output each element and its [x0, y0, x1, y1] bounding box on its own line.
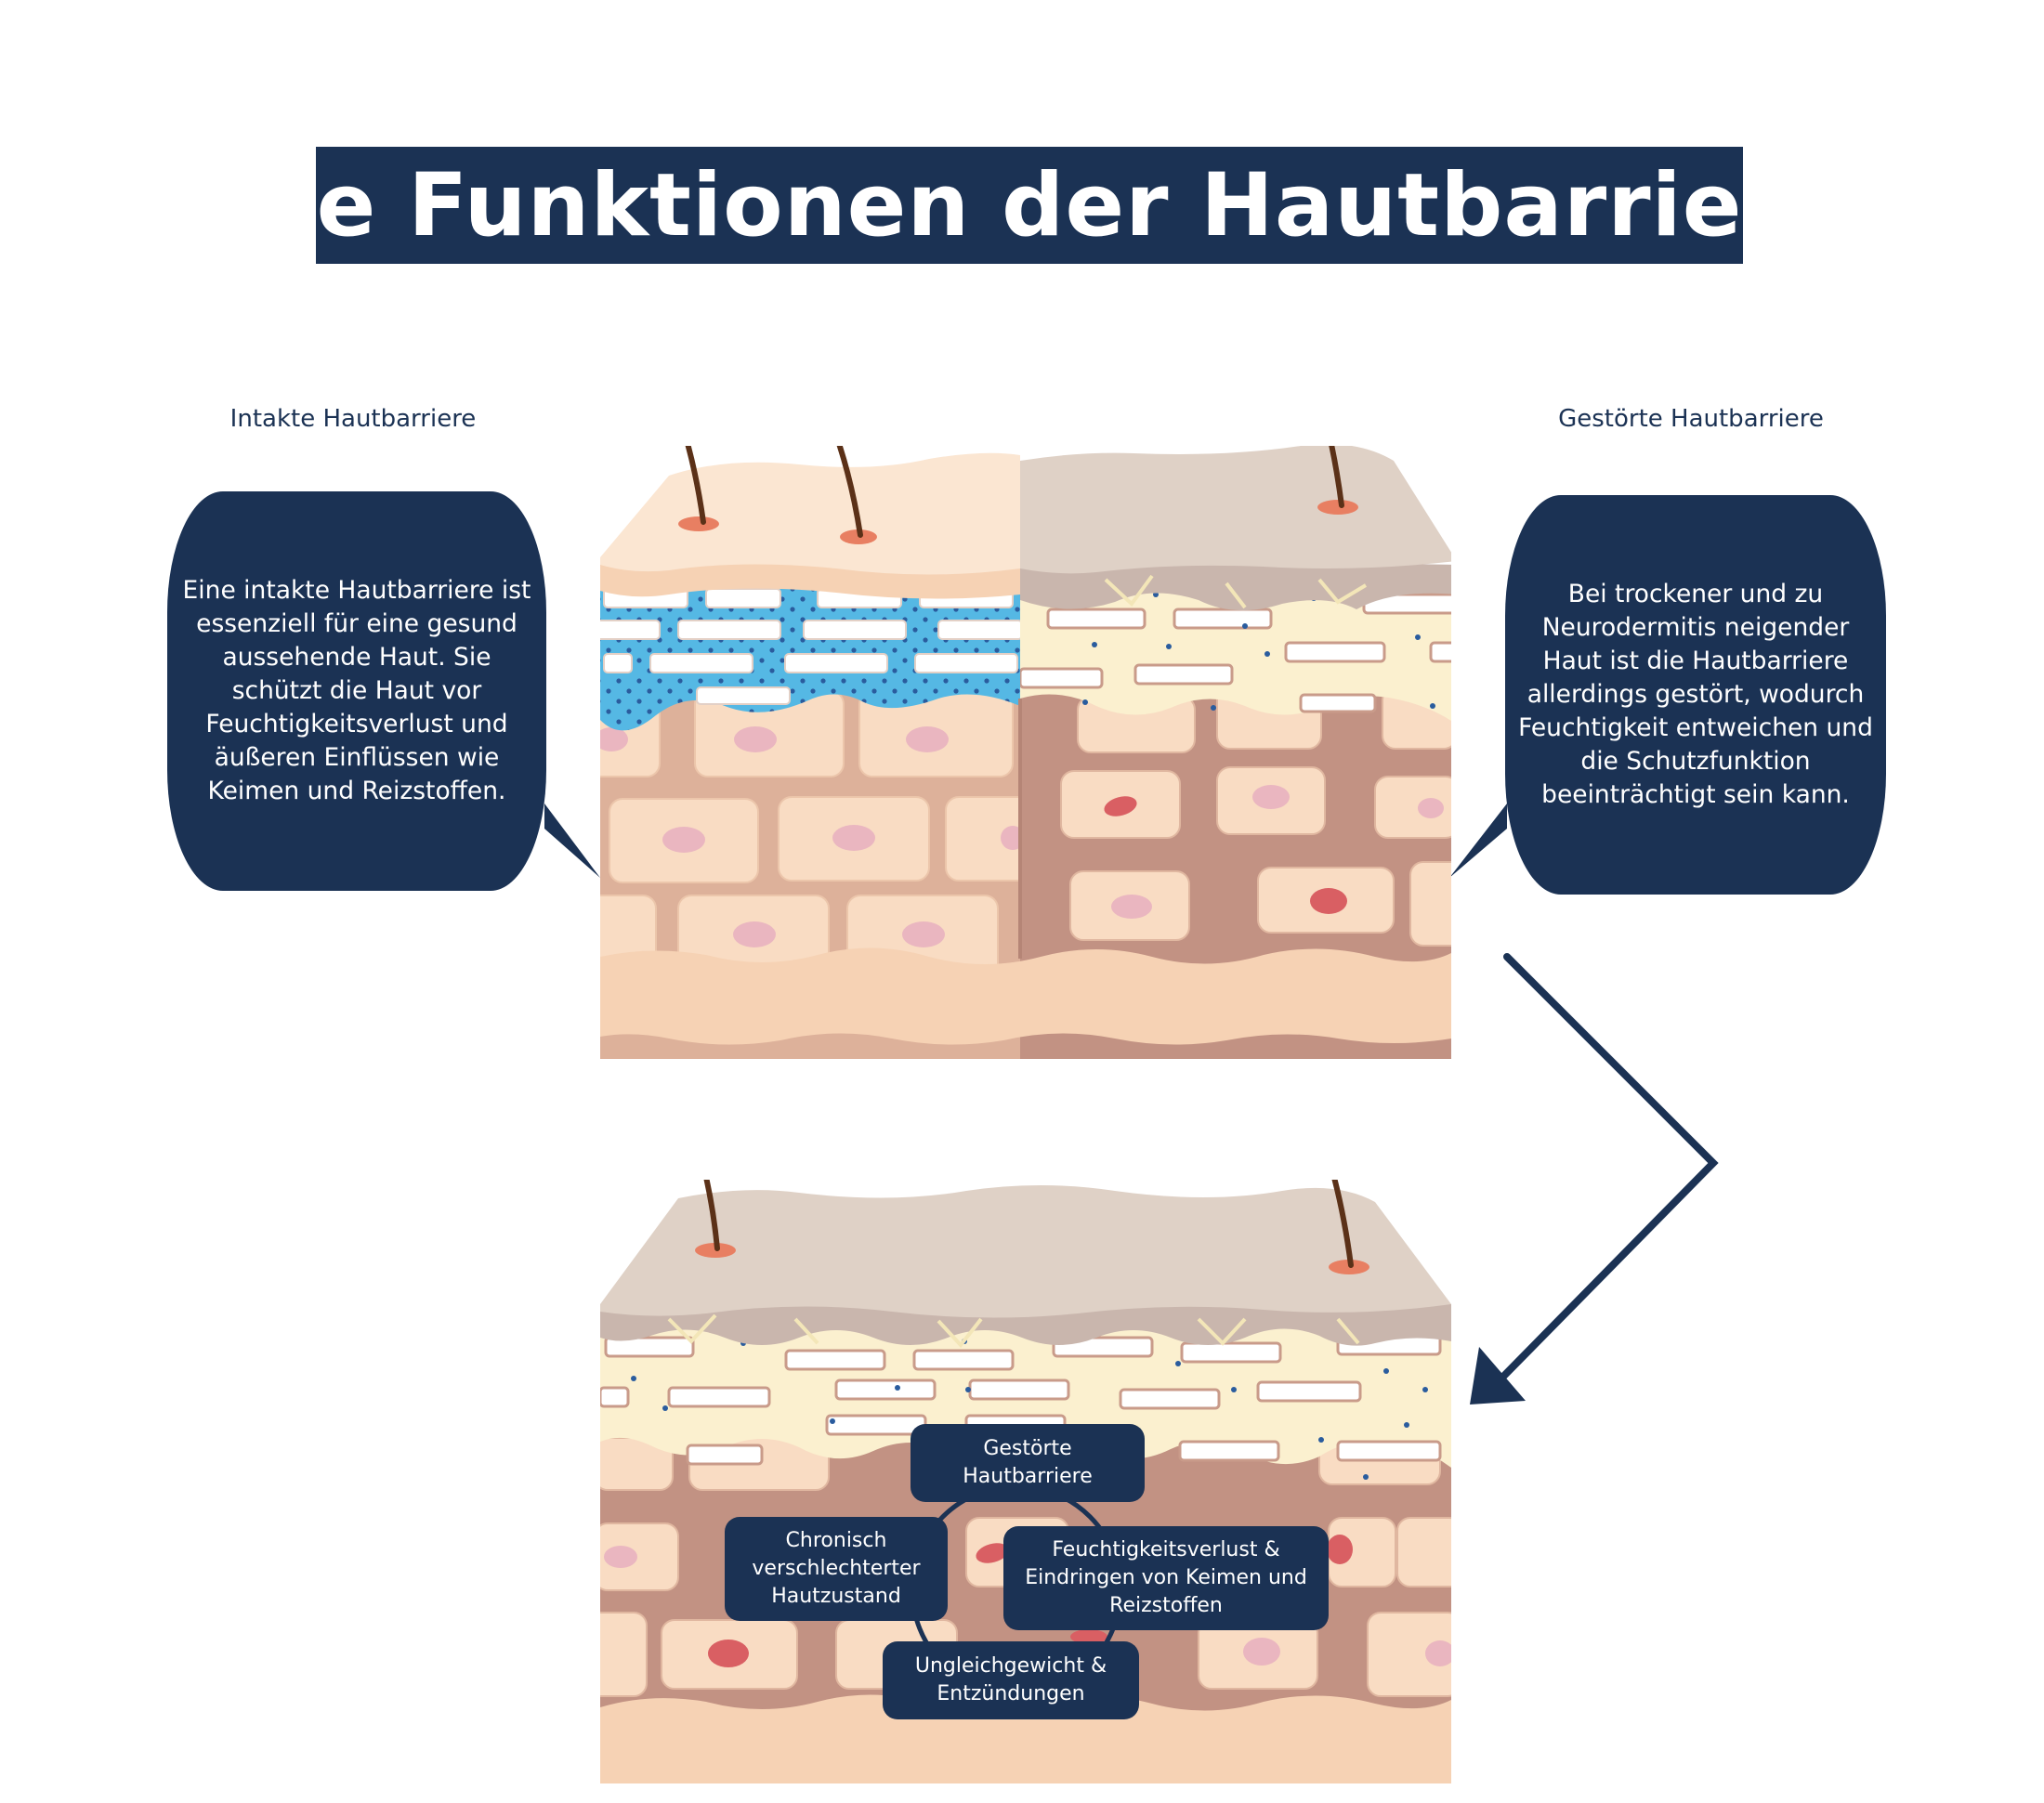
intact-barrier-label: Intakte Hautbarriere [229, 405, 477, 433]
dermis-layer-top [600, 947, 1451, 1045]
cycle-step-chronic-condition: Chronisch verschlechterter Hautzustand [725, 1517, 948, 1621]
right-bubble-tail [1449, 804, 1507, 878]
title-banner: Die Funktionen der Hautbarriere [212, 147, 1846, 264]
cycle-step-damaged-barrier: Gestörte Hautbarriere [911, 1424, 1145, 1502]
cycle-step-inflammation: Ungleichgewicht & Entzündungen [883, 1641, 1139, 1719]
page-title: Die Funktionen der Hautbarriere [212, 154, 1847, 256]
cycle-step-moisture-loss-label: Feuchtigkeitsverlust & Eindringen von Ke… [1025, 1538, 1307, 1617]
cycle-step-inflammation-label: Ungleichgewicht & Entzündungen [914, 1654, 1107, 1705]
damaged-skin-block [1020, 446, 1451, 1059]
intact-skin-block [600, 446, 1020, 1059]
left-bubble-tail [544, 804, 600, 878]
intact-barrier-bubble: Eine intakte Hautbarriere ist essenziell… [167, 491, 546, 891]
damaged-barrier-label: Gestörte Hautbarriere [1558, 405, 1824, 433]
cycle-step-moisture-loss: Feuchtigkeitsverlust & Eindringen von Ke… [1003, 1526, 1329, 1630]
intact-barrier-description: Eine intakte Hautbarriere ist essenziell… [182, 576, 531, 805]
damaged-barrier-bubble: Bei trockener und zu Neurodermitis neige… [1505, 495, 1886, 895]
cycle-step-chronic-condition-label: Chronisch verschlechterter Hautzustand [752, 1529, 921, 1608]
damaged-barrier-description: Bei trockener und zu Neurodermitis neige… [1518, 580, 1873, 809]
arrow-line [1492, 953, 1719, 1388]
cycle-step-damaged-barrier-label: Gestörte Hautbarriere [963, 1437, 1093, 1488]
arrow-head-icon [1470, 1347, 1526, 1405]
